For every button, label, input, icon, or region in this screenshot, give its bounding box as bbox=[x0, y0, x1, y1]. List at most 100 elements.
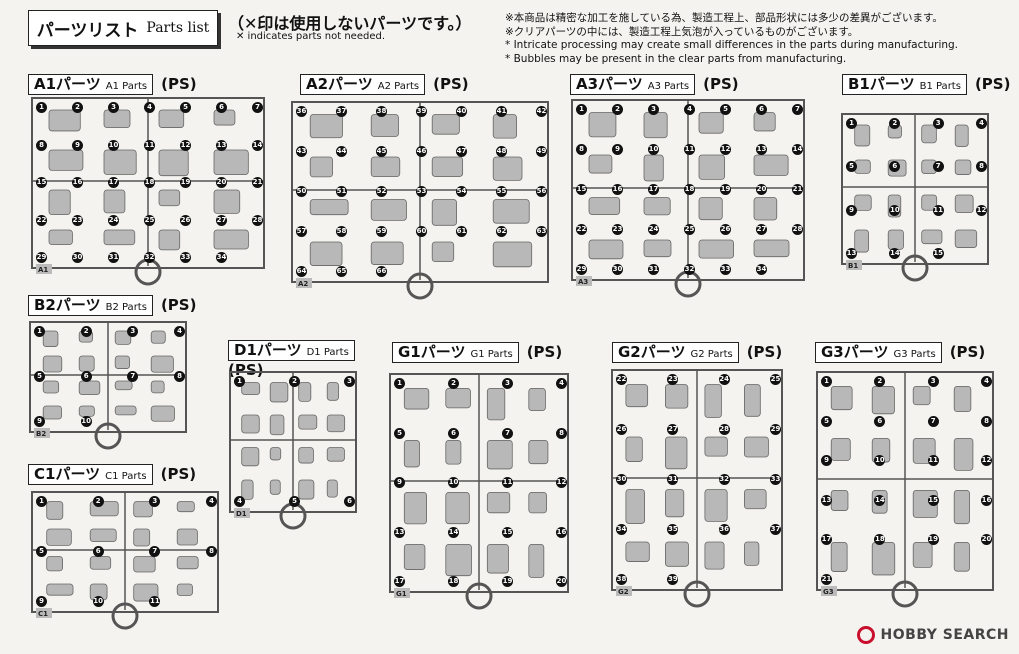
part-shape bbox=[912, 541, 933, 568]
part-shape bbox=[298, 447, 314, 464]
part-shape bbox=[854, 159, 871, 174]
part-number-badge: 31 bbox=[648, 264, 659, 275]
runner-tag-label: A2 bbox=[298, 280, 309, 288]
sprue-frame bbox=[31, 491, 219, 630]
part-number-badge: 20 bbox=[981, 534, 992, 546]
runner-tag bbox=[36, 264, 52, 274]
part-number-badge: 52 bbox=[376, 186, 387, 197]
part-shape bbox=[46, 528, 72, 546]
part-shape bbox=[150, 355, 174, 373]
part-shape bbox=[269, 479, 281, 495]
part-number-badge: 13 bbox=[216, 139, 227, 151]
part-shape bbox=[241, 447, 260, 467]
part-number-badge: 22 bbox=[576, 224, 587, 235]
part-shape bbox=[445, 387, 471, 409]
part-number-badge: 14 bbox=[448, 526, 459, 538]
part-shape bbox=[42, 355, 63, 373]
part-number-badge: 37 bbox=[770, 524, 781, 535]
runner-tag bbox=[394, 588, 410, 598]
part-number-badge: 59 bbox=[376, 226, 387, 237]
part-number-badge: 4 bbox=[234, 496, 245, 507]
part-number-badge: 17 bbox=[648, 184, 659, 195]
part-shape bbox=[492, 156, 523, 181]
part-number-badge: 1 bbox=[34, 326, 45, 337]
sprue-frame bbox=[571, 99, 805, 298]
part-number-badge: 24 bbox=[648, 224, 659, 235]
part-shape bbox=[871, 385, 895, 415]
part-number-badge: 15 bbox=[36, 177, 47, 188]
part-shape bbox=[213, 109, 236, 126]
runner-tag bbox=[36, 608, 52, 618]
part-shape bbox=[921, 229, 943, 245]
notice-line: ※本商品は精密な加工を施している為、製造工程上、部品形状には多少の差異がございま… bbox=[505, 12, 943, 24]
part-number-badge: 12 bbox=[981, 455, 992, 467]
part-number-badge: 17 bbox=[394, 576, 405, 587]
part-number-badge: 5 bbox=[180, 102, 191, 113]
part-number-badge: 14 bbox=[252, 139, 263, 151]
part-shape bbox=[921, 124, 937, 144]
part-shape bbox=[133, 556, 156, 573]
part-number-badge: 23 bbox=[72, 214, 83, 226]
part-number-badge: 31 bbox=[667, 474, 679, 485]
part-number-badge: 33 bbox=[770, 474, 781, 485]
part-number-badge: 16 bbox=[612, 184, 623, 195]
part-number-badge: 9 bbox=[36, 596, 47, 607]
part-number-badge: 2 bbox=[448, 378, 459, 389]
part-number-badge: 22 bbox=[616, 374, 627, 385]
part-shape bbox=[326, 382, 339, 401]
part-shape bbox=[665, 541, 689, 567]
part-number-badge: 18 bbox=[874, 534, 886, 546]
part-shape bbox=[830, 541, 848, 572]
part-shape bbox=[133, 528, 151, 547]
part-shape bbox=[445, 492, 470, 525]
part-number-badge: 6 bbox=[874, 415, 886, 427]
part-number-badge: 41 bbox=[496, 106, 507, 117]
part-shape bbox=[665, 436, 688, 470]
part-number-badge: 18 bbox=[684, 184, 695, 195]
part-shape bbox=[46, 556, 63, 572]
part-number-badge: 20 bbox=[756, 184, 767, 195]
part-shape bbox=[176, 556, 199, 570]
sprue-frame bbox=[229, 371, 357, 530]
runner-gate-ring bbox=[891, 580, 919, 608]
part-number-badge: 4 bbox=[556, 378, 567, 389]
runner-gate-ring bbox=[901, 254, 929, 282]
part-number-badge: 26 bbox=[180, 214, 191, 226]
part-number-badge: 11 bbox=[927, 455, 939, 467]
part-number-badge: 6 bbox=[80, 371, 92, 382]
notice-line: * Bubbles may be present in the clear pa… bbox=[505, 52, 847, 65]
notice-line: * Intricate processing may create small … bbox=[505, 39, 959, 52]
part-number-badge: 16 bbox=[556, 526, 567, 538]
part-shape bbox=[830, 490, 849, 511]
part-shape bbox=[114, 330, 132, 345]
part-number-badge: 14 bbox=[792, 144, 803, 155]
section-ps-d1: (PS) bbox=[228, 361, 264, 379]
part-number-badge: 13 bbox=[821, 494, 832, 506]
part-number-badge: 10 bbox=[80, 416, 92, 427]
part-shape bbox=[298, 414, 318, 430]
part-shape bbox=[114, 380, 133, 391]
part-number-badge: 3 bbox=[502, 378, 513, 389]
part-number-badge: 54 bbox=[456, 186, 467, 197]
part-number-badge: 30 bbox=[612, 264, 623, 275]
part-number-badge: 35 bbox=[667, 524, 679, 535]
part-number-badge: 29 bbox=[576, 264, 587, 275]
sprue-frame bbox=[611, 369, 783, 608]
part-shape bbox=[431, 156, 464, 177]
part-number-badge: 15 bbox=[502, 526, 513, 538]
part-shape bbox=[309, 156, 333, 178]
part-shape bbox=[486, 492, 511, 514]
sprue-frame bbox=[816, 371, 994, 608]
part-shape bbox=[625, 436, 643, 462]
part-number-badge: 8 bbox=[576, 144, 587, 155]
part-shape bbox=[370, 199, 407, 221]
part-shape bbox=[89, 556, 112, 570]
part-shape bbox=[753, 112, 776, 132]
part-number-badge: 1 bbox=[234, 376, 245, 387]
part-number-badge: 6 bbox=[448, 427, 459, 439]
part-shape bbox=[241, 414, 260, 434]
